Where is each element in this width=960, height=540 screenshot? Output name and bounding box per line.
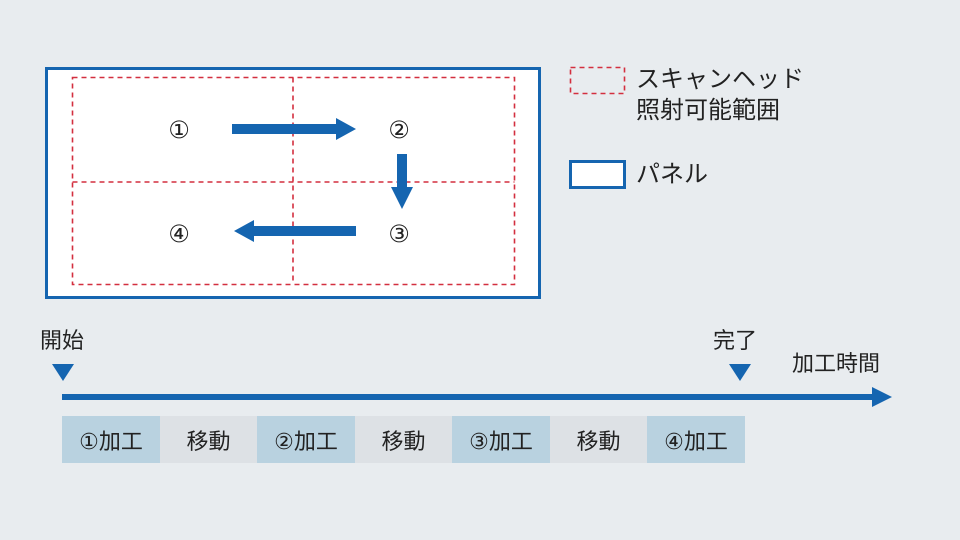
segment-move-3: 移動: [550, 416, 647, 463]
arrow-down: [391, 154, 413, 209]
panel-rect: [45, 67, 541, 299]
legend-panel-label: パネル: [636, 160, 708, 188]
start-marker-icon: [52, 364, 74, 381]
legend-dashed-swatch: [569, 66, 626, 95]
segment-process-3: ③加工: [452, 416, 550, 463]
end-marker-icon: [729, 364, 751, 381]
arrow-right: [232, 118, 356, 140]
legend-scan-area-line1: スキャンヘッド: [636, 65, 804, 93]
cell-label-3: ③: [388, 220, 410, 248]
timeline-start-label: 開始: [40, 329, 85, 354]
time-axis-arrow: [62, 387, 892, 407]
timeline-axis-label: 加工時間: [792, 352, 881, 377]
legend-scan-area-line2: 照射可能範囲: [636, 96, 780, 124]
segment-process-2: ②加工: [257, 416, 355, 463]
cell-label-1: ①: [168, 116, 190, 144]
timeline-end-label: 完了: [713, 329, 758, 354]
scan-area-grid: [71, 76, 516, 286]
legend-panel-swatch: [569, 160, 626, 189]
cell-label-2: ②: [388, 116, 410, 144]
segment-process-4: ④加工: [647, 416, 745, 463]
cell-label-4: ④: [168, 220, 190, 248]
segment-move-1: 移動: [160, 416, 257, 463]
segment-move-2: 移動: [355, 416, 452, 463]
segment-process-1: ①加工: [62, 416, 160, 463]
arrow-left: [234, 220, 356, 242]
